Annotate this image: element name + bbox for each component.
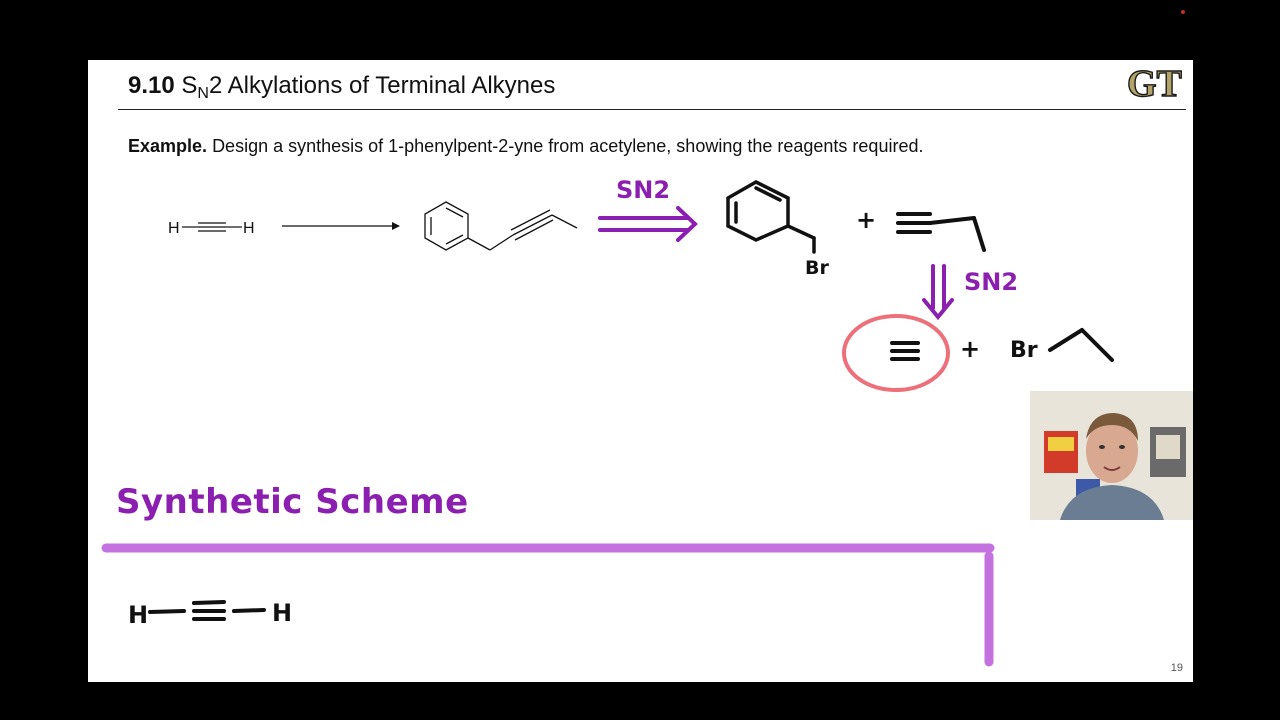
reaction-arrowhead bbox=[392, 222, 400, 230]
br-benzyl-label: Br bbox=[805, 257, 829, 279]
section-number: 9.10 bbox=[128, 72, 175, 99]
gt-logo: GT bbox=[1123, 62, 1187, 109]
ethyl-bromide-drawing bbox=[1048, 328, 1114, 362]
acetylene-triple-bond-hand bbox=[890, 341, 920, 361]
person-hair bbox=[1086, 413, 1138, 441]
person-face bbox=[1086, 419, 1138, 483]
scheme-h-right: H bbox=[272, 599, 292, 627]
person-shirt bbox=[1060, 485, 1164, 520]
title-text: 2 Alkylations of Terminal Alkynes bbox=[208, 72, 556, 99]
scheme-acetylene-bonds bbox=[148, 600, 266, 621]
benzyl-bromide-drawing bbox=[726, 180, 816, 254]
scheme-h-left: H bbox=[128, 601, 148, 629]
acetylene-h-right: H bbox=[243, 220, 255, 237]
title-n-subscript: N bbox=[197, 85, 209, 102]
plus-sign-2: + bbox=[960, 335, 980, 363]
chemistry-drawing: H H SN2 bbox=[101, 176, 1114, 667]
target-molecule bbox=[424, 201, 578, 251]
webcam-overlay bbox=[1030, 391, 1193, 520]
br-ethyl-label: Br bbox=[1010, 338, 1038, 363]
example-label: Example. bbox=[128, 136, 208, 156]
page-number: 19 bbox=[1170, 662, 1183, 674]
plus-sign-1: + bbox=[856, 206, 876, 234]
slide: 9.10 SN2 Alkylations of Terminal Alkynes… bbox=[88, 60, 1193, 682]
synthetic-scheme-title: Synthetic Scheme bbox=[116, 482, 469, 522]
title-divider bbox=[118, 109, 1186, 110]
slide-title: 9.10 SN2 Alkylations of Terminal Alkynes bbox=[128, 72, 555, 103]
acetylene-triple-bond bbox=[198, 222, 226, 232]
acetylene-h-left: H bbox=[168, 220, 180, 237]
retrosynthesis-arrow-top bbox=[598, 206, 698, 242]
gt-logo-text: GT bbox=[1127, 63, 1182, 104]
sn2-label-right: SN2 bbox=[964, 268, 1018, 296]
retrosynthesis-arrow-down bbox=[922, 264, 954, 321]
example-prompt: Example. Design a synthesis of 1-phenylp… bbox=[128, 136, 923, 157]
sn2-label-top: SN2 bbox=[616, 176, 670, 204]
title-s: S bbox=[181, 72, 198, 99]
example-text: Design a synthesis of 1-phenylpent-2-yne… bbox=[212, 136, 924, 156]
butyne-drawing bbox=[896, 212, 986, 252]
highlight-circle bbox=[842, 314, 950, 392]
recording-indicator bbox=[1181, 10, 1185, 14]
